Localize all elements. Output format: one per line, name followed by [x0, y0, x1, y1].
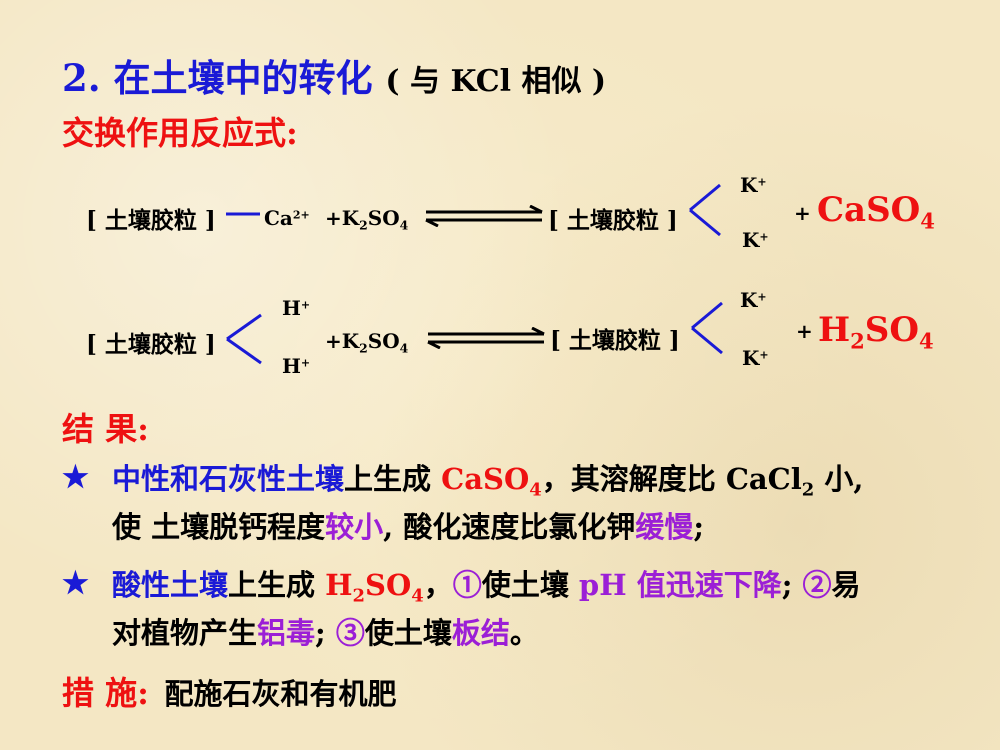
r2-right-fork — [691, 301, 723, 355]
r2-right-colloid: [ 土壤胶粒 ] — [550, 327, 680, 354]
r1-product: CaSO4 — [817, 190, 935, 234]
page-title: 2. 在土壤中的转化 ( 与 KCl 相似 ) — [62, 48, 606, 102]
r2-equilibrium-arrow — [427, 327, 545, 349]
measures: 措 施: 配施石灰和有机肥 — [62, 668, 397, 717]
r1-right-colloid: [ 土壤胶粒 ] — [548, 207, 678, 234]
r1-plus: + — [794, 201, 811, 225]
r1-left-colloid: [ 土壤胶粒 ] — [86, 207, 216, 234]
r2-product: H2SO4 — [818, 310, 934, 354]
r1-reagent: +K2SO4 — [325, 206, 409, 233]
bullet-star-1: ★ — [62, 460, 89, 495]
r2-left-ion-top: H+ — [282, 296, 311, 320]
r2-reagent: +K2SO4 — [325, 329, 409, 356]
subtitle: 交换作用反应式: — [62, 114, 298, 152]
r1-equilibrium-arrow — [425, 205, 543, 227]
result-heading: 结 果: — [62, 410, 149, 448]
r2-ion-top: K+ — [740, 288, 767, 312]
title-number: 2. — [62, 56, 101, 100]
r2-left-colloid: [ 土壤胶粒 ] — [86, 331, 216, 358]
result-bullet-1-line1: 中性和石灰性土壤上生成 CaSO4，其溶解度比 CaCl2 小, — [112, 462, 864, 501]
title-paren: ( 与 KCl 相似 ) — [385, 64, 607, 99]
result-bullet-2-line2: 对植物产生铝毒; ③使土壤板结。 — [112, 616, 539, 650]
bullet-star-2: ★ — [62, 566, 89, 601]
r1-ion-bottom: K+ — [742, 228, 769, 252]
title-text: 在土壤中的转化 — [113, 56, 373, 100]
r1-ion-top: K+ — [740, 173, 767, 197]
r1-bond-line — [226, 212, 260, 216]
r2-left-ion-bottom: H+ — [282, 354, 311, 378]
r1-left-ion: Ca2+ — [264, 206, 310, 230]
result-bullet-2-line1: 酸性土壤上生成 H2SO4，①使土壤 pH 值迅速下降; ②易 — [112, 568, 861, 607]
r1-right-fork — [689, 183, 721, 237]
result-bullet-1-line2: 使 土壤脱钙程度较小, 酸化速度比氯化钾缓慢; — [112, 510, 705, 544]
r2-left-fork — [226, 313, 262, 365]
r2-ion-bottom: K+ — [742, 346, 769, 370]
measures-text: 配施石灰和有机肥 — [164, 677, 397, 711]
measures-heading: 措 施: — [62, 674, 149, 712]
r2-plus: + — [796, 319, 813, 343]
